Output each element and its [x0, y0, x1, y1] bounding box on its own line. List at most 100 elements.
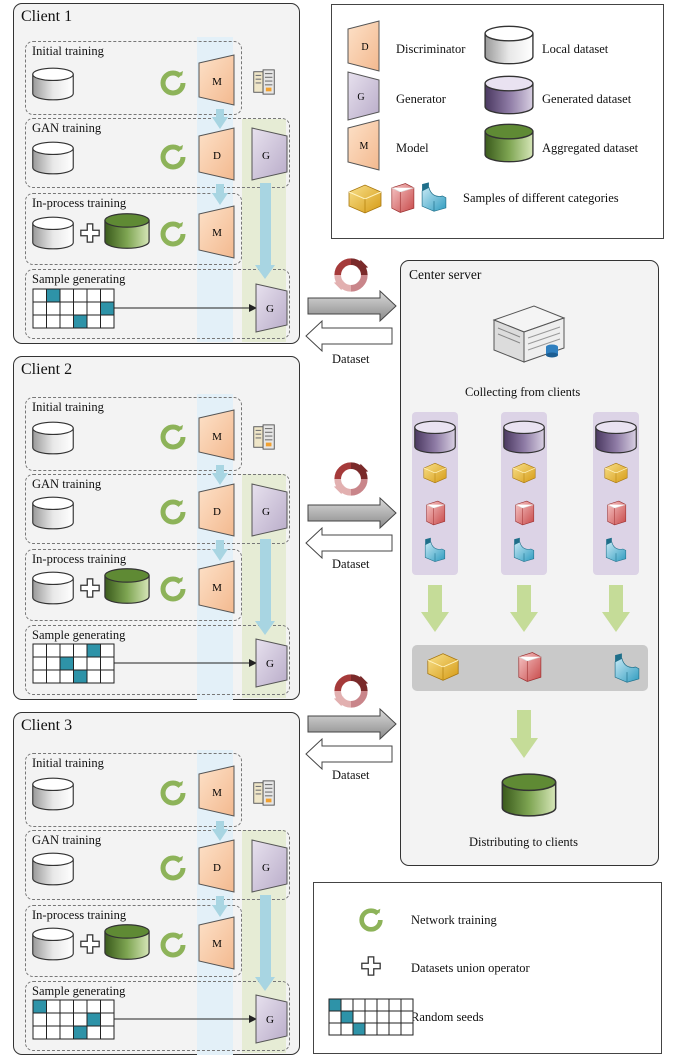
red-sample-icon [426, 500, 446, 526]
legend-m-glyph: M [360, 141, 369, 152]
exchange-icon [334, 260, 368, 290]
random-seeds-grid [32, 999, 115, 1040]
union-icon [80, 934, 100, 954]
discriminator-block-label: D [213, 150, 221, 162]
discriminator-legend-icon [347, 20, 380, 72]
client-server-icon [253, 69, 275, 95]
client-3-gan-stage: GAN training [25, 830, 290, 900]
transfer-arrows [305, 250, 397, 771]
model-block-label: M [212, 938, 222, 950]
client-3-sample-stage: Sample generating [25, 981, 290, 1051]
local-dataset-icon [32, 216, 74, 250]
legend-g-glyph: G [357, 92, 364, 103]
transfer-group-1 [305, 260, 397, 353]
dataset-arrow-label-1: Dataset [332, 352, 370, 366]
stage-label: Sample generating [32, 628, 126, 642]
legend-network-training-label: Network training [411, 913, 497, 927]
stage-label: GAN training [32, 477, 102, 491]
client-1-sample-stage: Sample generating [25, 269, 290, 339]
model-block-label: M [212, 582, 222, 594]
client-2-sample-stage: Sample generating [25, 625, 290, 695]
local-dataset-icon [32, 141, 74, 175]
client-server-icon [253, 424, 275, 450]
client-1-title: Client 1 [21, 8, 73, 25]
generator-block-label: G [262, 150, 270, 162]
client-1-graphics: M D G M G [32, 54, 288, 333]
aggregated-dataset-legend-icon [484, 123, 534, 163]
network-training-icon [163, 425, 183, 447]
components-legend-icons: D G M [347, 20, 534, 214]
network-training-icon [163, 933, 183, 955]
local-dataset-icon [32, 421, 74, 455]
legend-union-label: Datasets union operator [411, 961, 530, 975]
model-block-label: M [212, 787, 222, 799]
aggregated-dataset-icon [501, 773, 557, 817]
generated-dataset-icon [595, 420, 637, 454]
stage-label: Sample generating [32, 272, 126, 286]
union-icon [80, 223, 100, 243]
local-dataset-icon [32, 777, 74, 811]
cyan-sample-icon [421, 181, 447, 212]
symbols-legend-icons [328, 882, 414, 1036]
client-2-inprocess-stage: In-process training [25, 549, 242, 621]
client-1-initial-stage: Initial training [25, 41, 242, 115]
client-2-title: Client 2 [21, 361, 73, 378]
client-1-inprocess-stage: In-process training [25, 193, 242, 265]
dataset-arrow-label-3: Dataset [332, 768, 370, 782]
legend-aggregated-dataset-label: Aggregated dataset [542, 141, 639, 155]
server-icon [492, 305, 566, 363]
red-sample-icon [518, 652, 542, 682]
network-training-icon [163, 577, 183, 599]
model-legend-icon [347, 119, 380, 171]
model-block-label: M [212, 227, 222, 239]
aggregated-dataset-icon [104, 924, 150, 960]
generator-legend-icon [347, 71, 380, 121]
generator-block-label: G [266, 1014, 274, 1026]
legend-model-label: Model [396, 141, 429, 155]
legend-discriminator-label: Discriminator [396, 42, 466, 56]
generated-dataset-icon [414, 420, 456, 454]
discriminator-block-label: D [213, 506, 221, 518]
network-training-icon [163, 222, 183, 244]
generated-dataset-legend-icon [484, 75, 534, 115]
local-dataset-icon [32, 571, 74, 605]
transfer-group-2 [305, 464, 397, 560]
stage-label: In-process training [32, 908, 127, 922]
stage-label: Sample generating [32, 984, 126, 998]
stage-label: In-process training [32, 552, 127, 566]
local-dataset-legend-icon [484, 25, 534, 65]
generator-block-label: G [262, 862, 270, 874]
model-block-label: M [212, 76, 222, 88]
legend-d-glyph: D [361, 42, 368, 53]
distributing-label: Distributing to clients [469, 835, 579, 849]
aggregated-dataset-icon [104, 213, 150, 249]
stage-label: In-process training [32, 196, 127, 210]
client-3-title: Client 3 [21, 717, 73, 734]
generated-dataset-icon [503, 420, 545, 454]
network-training-icon [362, 909, 381, 930]
generator-block-label: G [266, 658, 274, 670]
stage-label: Initial training [32, 44, 104, 58]
legend-generated-dataset-label: Generated dataset [542, 92, 632, 106]
yellow-sample-icon [348, 184, 382, 214]
legend-random-seeds-label: Random seeds [411, 1010, 484, 1024]
transfer-group-3 [305, 676, 397, 771]
stage-label: Initial training [32, 756, 104, 770]
network-training-icon [163, 145, 183, 167]
center-server-title: Center server [409, 267, 482, 282]
center-server-graphics [412, 305, 648, 817]
aggregated-dataset-icon [104, 568, 150, 604]
stage-label: Initial training [32, 400, 104, 414]
client-server-icon [253, 780, 275, 806]
local-dataset-icon [32, 927, 74, 961]
random-seeds-grid [32, 643, 115, 684]
union-icon [361, 956, 381, 976]
dataset-arrow-label-2: Dataset [332, 557, 370, 571]
model-block-label: M [212, 431, 222, 443]
local-dataset-icon [32, 67, 74, 101]
client-3-graphics: M D G M G [32, 765, 288, 1044]
red-sample-icon [515, 500, 535, 526]
network-training-icon [163, 71, 183, 93]
local-dataset-icon [32, 496, 74, 530]
random-seeds-grid [32, 288, 115, 329]
